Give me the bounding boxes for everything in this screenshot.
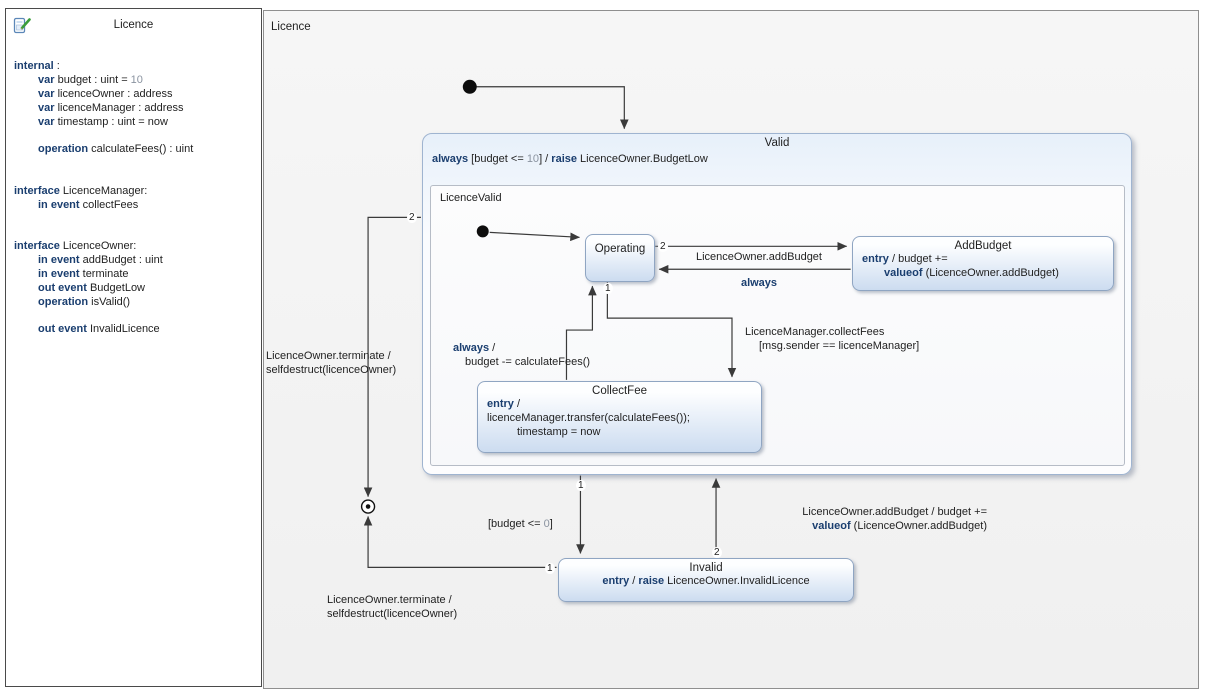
state-title: CollectFee xyxy=(592,385,647,397)
transition-priority: 1 xyxy=(545,563,555,574)
transition-label-invalid-exit[interactable]: LicenceOwner.terminate / selfdestruct(li… xyxy=(327,594,457,621)
state-behavior: always [budget <= 10] / raise LicenceOwn… xyxy=(432,153,708,165)
transition-label-operating-collectfee[interactable]: LicenceManager.collectFees [msg.sender =… xyxy=(745,326,919,353)
state-collectfee[interactable]: CollectFee entry / licenceManager.transf… xyxy=(477,381,762,453)
transition-label-invalid-valid[interactable]: LicenceOwner.addBudget / budget += value… xyxy=(745,506,987,533)
statechart-edit-icon xyxy=(13,15,35,35)
label-line: valueof (LicenceOwner.addBudget) xyxy=(812,519,987,532)
state-title: AddBudget xyxy=(954,240,1012,252)
definition-line: out event InvalidLicence xyxy=(38,323,160,335)
label-line: LicenceOwner.terminate / xyxy=(266,350,391,362)
label-line: budget -= calculateFees() xyxy=(465,355,591,368)
transition-collectfee-to-operating[interactable] xyxy=(565,285,597,380)
label-line: selfdestruct(licenceOwner) xyxy=(266,363,397,376)
state-operating[interactable]: Operating xyxy=(585,234,655,282)
definition-line: operation isValid() xyxy=(38,296,131,308)
final-state-node[interactable] xyxy=(360,499,376,514)
label-line: always / xyxy=(453,342,496,354)
transition-priority: 1 xyxy=(576,480,586,491)
label-line: [msg.sender == licenceManager] xyxy=(759,339,920,352)
initial-state-node[interactable] xyxy=(462,79,477,94)
transition-valid-to-exit[interactable] xyxy=(363,216,421,498)
state-behavior: valueof (LicenceOwner.addBudget) xyxy=(884,267,1059,279)
definition-line: var budget : uint = 10 xyxy=(38,74,143,86)
transition-invalid-to-exit[interactable] xyxy=(363,515,557,568)
transition-initial-to-operating[interactable] xyxy=(489,231,580,242)
definition-panel[interactable]: Licence internal : var budget : uint = 1… xyxy=(5,8,262,687)
state-invalid[interactable]: Invalid entry / raise LicenceOwner.Inval… xyxy=(558,558,854,602)
transition-initial-to-valid[interactable] xyxy=(469,86,629,130)
transition-priority: 2 xyxy=(658,241,668,252)
transition-label-valid-exit[interactable]: LicenceOwner.terminate / selfdestruct(li… xyxy=(266,350,396,377)
state-title: Valid xyxy=(764,137,790,149)
region-label: LicenceValid xyxy=(440,192,502,204)
definition-line: in event terminate xyxy=(38,268,129,280)
definition-line: interface LicenceOwner: xyxy=(14,240,137,252)
transition-label-valid-invalid[interactable]: [budget <= 0] xyxy=(488,518,553,530)
state-behavior: licenceManager.transfer(calculateFees())… xyxy=(487,412,690,424)
state-behavior: timestamp = now xyxy=(517,426,601,438)
transition-priority: 1 xyxy=(603,283,613,294)
definition-line: in event addBudget : uint xyxy=(38,254,163,266)
definition-line: var licenceOwner : address xyxy=(38,88,173,100)
initial-state-node[interactable] xyxy=(476,225,489,238)
transition-label-operating-addbudget[interactable]: LicenceOwner.addBudget xyxy=(696,251,822,263)
state-title: Invalid xyxy=(689,562,723,574)
definition-title: Licence xyxy=(113,19,154,31)
transition-label-collectfee-operating[interactable]: always / budget -= calculateFees() xyxy=(453,342,590,369)
state-title: Operating xyxy=(594,243,646,255)
definition-text: internal : var budget : uint = 10 var li… xyxy=(14,59,259,336)
definition-line: operation calculateFees() : uint xyxy=(38,143,194,155)
transition-label-addbudget-operating[interactable]: always xyxy=(740,277,778,289)
transition-priority: 2 xyxy=(712,547,722,558)
definition-line: in event collectFees xyxy=(38,199,139,211)
state-addbudget[interactable]: AddBudget entry / budget += valueof (Lic… xyxy=(852,236,1114,291)
state-behavior: entry / budget += xyxy=(862,253,948,265)
definition-line: var licenceManager : address xyxy=(38,102,184,114)
definition-line: out event BudgetLow xyxy=(38,282,146,294)
definition-line: interface LicenceManager: xyxy=(14,185,148,197)
label-line: LicenceOwner.addBudget / budget += xyxy=(802,506,987,518)
definition-line: var timestamp : uint = now xyxy=(38,116,168,128)
label-line: LicenceManager.collectFees xyxy=(745,326,885,338)
label-line: LicenceOwner.terminate / xyxy=(327,594,452,606)
label-line: selfdestruct(licenceOwner) xyxy=(327,607,458,620)
state-behavior: entry / raise LicenceOwner.InvalidLicenc… xyxy=(602,575,810,587)
state-behavior: entry / xyxy=(487,398,521,410)
transition-operating-to-collectfee[interactable] xyxy=(606,282,737,378)
transition-priority: 2 xyxy=(407,212,417,223)
main-region-label: Licence xyxy=(271,21,311,33)
definition-line: internal : xyxy=(14,60,60,72)
statechart-canvas[interactable]: Licence Valid always [budget <= xyxy=(263,10,1199,689)
